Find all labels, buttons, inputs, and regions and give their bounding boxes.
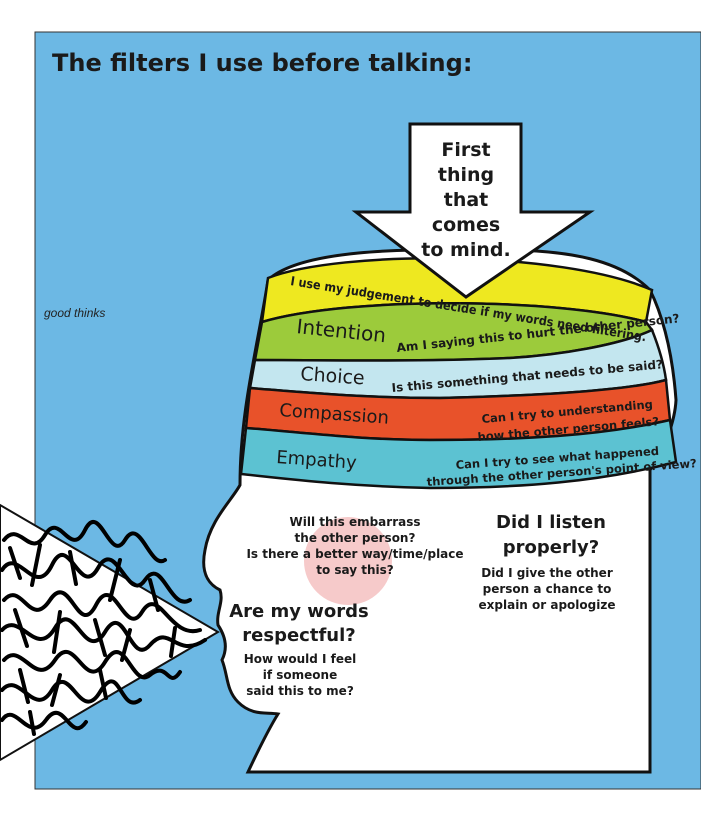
embarrass-line-4: to say this? <box>316 563 394 577</box>
arrow-line-2: thing <box>438 164 494 186</box>
respect-title-2: respectful? <box>242 625 355 646</box>
listen-body-1: Did I give the other <box>481 566 613 580</box>
embarrass-line-1: Will this embarrass <box>289 515 420 529</box>
respect-title-1: Are my words <box>229 601 369 622</box>
embarrass-line-3: Is there a better way/time/place <box>246 547 463 561</box>
arrow-line-4: comes <box>432 214 500 236</box>
listen-title-1: Did I listen <box>496 512 606 533</box>
respect-body-3: said this to me? <box>246 684 354 698</box>
arrow-line-3: that <box>444 189 489 211</box>
arrow-line-5: to mind. <box>421 239 510 261</box>
embarrass-line-2: the other person? <box>295 531 416 545</box>
respect-body-2: if someone <box>263 668 337 682</box>
respect-body-1: How would I feel <box>244 652 357 666</box>
arrow-line-1: First <box>441 139 490 161</box>
band-choice-name: Choice <box>300 363 366 389</box>
listen-title-2: properly? <box>503 537 599 558</box>
listen-body-3: explain or apologize <box>479 598 616 612</box>
poster-title: The filters I use before talking: <box>52 49 472 77</box>
listen-body-2: person a chance to <box>483 582 612 596</box>
side-note: good thinks <box>44 306 105 320</box>
